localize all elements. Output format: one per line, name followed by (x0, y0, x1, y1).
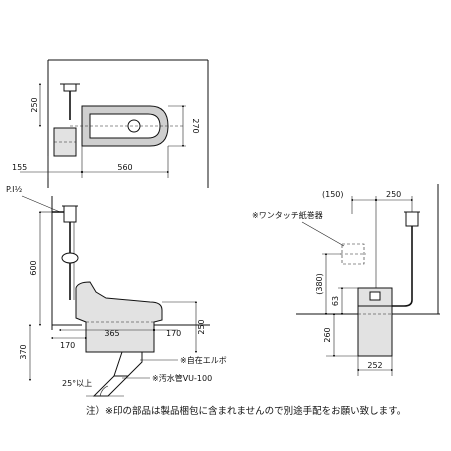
bowl-side (75, 281, 163, 353)
drain-note: ※汚水管VU-100 (152, 373, 212, 383)
drain-pipe (92, 375, 130, 397)
side-view: P.I½ 600 370 365 170 250 17 (6, 185, 227, 397)
dim-label-370: 370 (19, 344, 28, 359)
elbow-note: ※自在エルボ (180, 355, 227, 365)
drain-elbow (113, 351, 143, 377)
dim-label-600: 600 (29, 260, 38, 275)
dim-label-250-side: 250 (197, 319, 206, 334)
front-supply-bend (392, 299, 413, 307)
valve-body (63, 83, 77, 92)
front-valve (405, 211, 419, 227)
front-view: (150) 250 ※ワンタッチ紙巻器 (380) 63 260 2 (252, 184, 440, 376)
paper-holder (341, 243, 365, 265)
dim-label-270: 270 (191, 118, 200, 133)
dim-label-150: (150) (322, 190, 344, 199)
front-bowl-port (369, 291, 381, 301)
dim-label-155: 155 (12, 163, 27, 172)
dim-label-250: 250 (30, 97, 39, 112)
paper-holder-note: ※ワンタッチ紙巻器 (252, 210, 323, 220)
front-bowl-body (357, 305, 393, 357)
dim-label-250-front: 250 (386, 190, 401, 199)
drain-hole (127, 119, 141, 133)
pipe-label-leader (21, 195, 61, 213)
dim-label-170-right: 170 (166, 329, 181, 338)
angle-note: 25°以上 (62, 379, 92, 388)
dim-label-260: 260 (323, 327, 332, 342)
dim-label-380: (380) (315, 273, 324, 295)
flush-valve (63, 205, 77, 223)
footer-note: 注）※印の部品は製品梱包に含まれませんので別途手配をお願い致します。 (86, 405, 406, 417)
pipe-flange (61, 252, 79, 264)
dim-label-365: 365 (104, 329, 119, 338)
angle-arc (99, 385, 109, 397)
dim-label-170-left: 170 (60, 341, 75, 350)
top-view: 250 270 155 560 (12, 59, 209, 188)
paper-holder-leader (301, 221, 345, 247)
dim-label-560: 560 (117, 163, 132, 172)
pipe-label: P.I½ (6, 185, 22, 194)
dim-label-252: 252 (367, 361, 382, 370)
dim-label-63: 63 (331, 296, 340, 306)
